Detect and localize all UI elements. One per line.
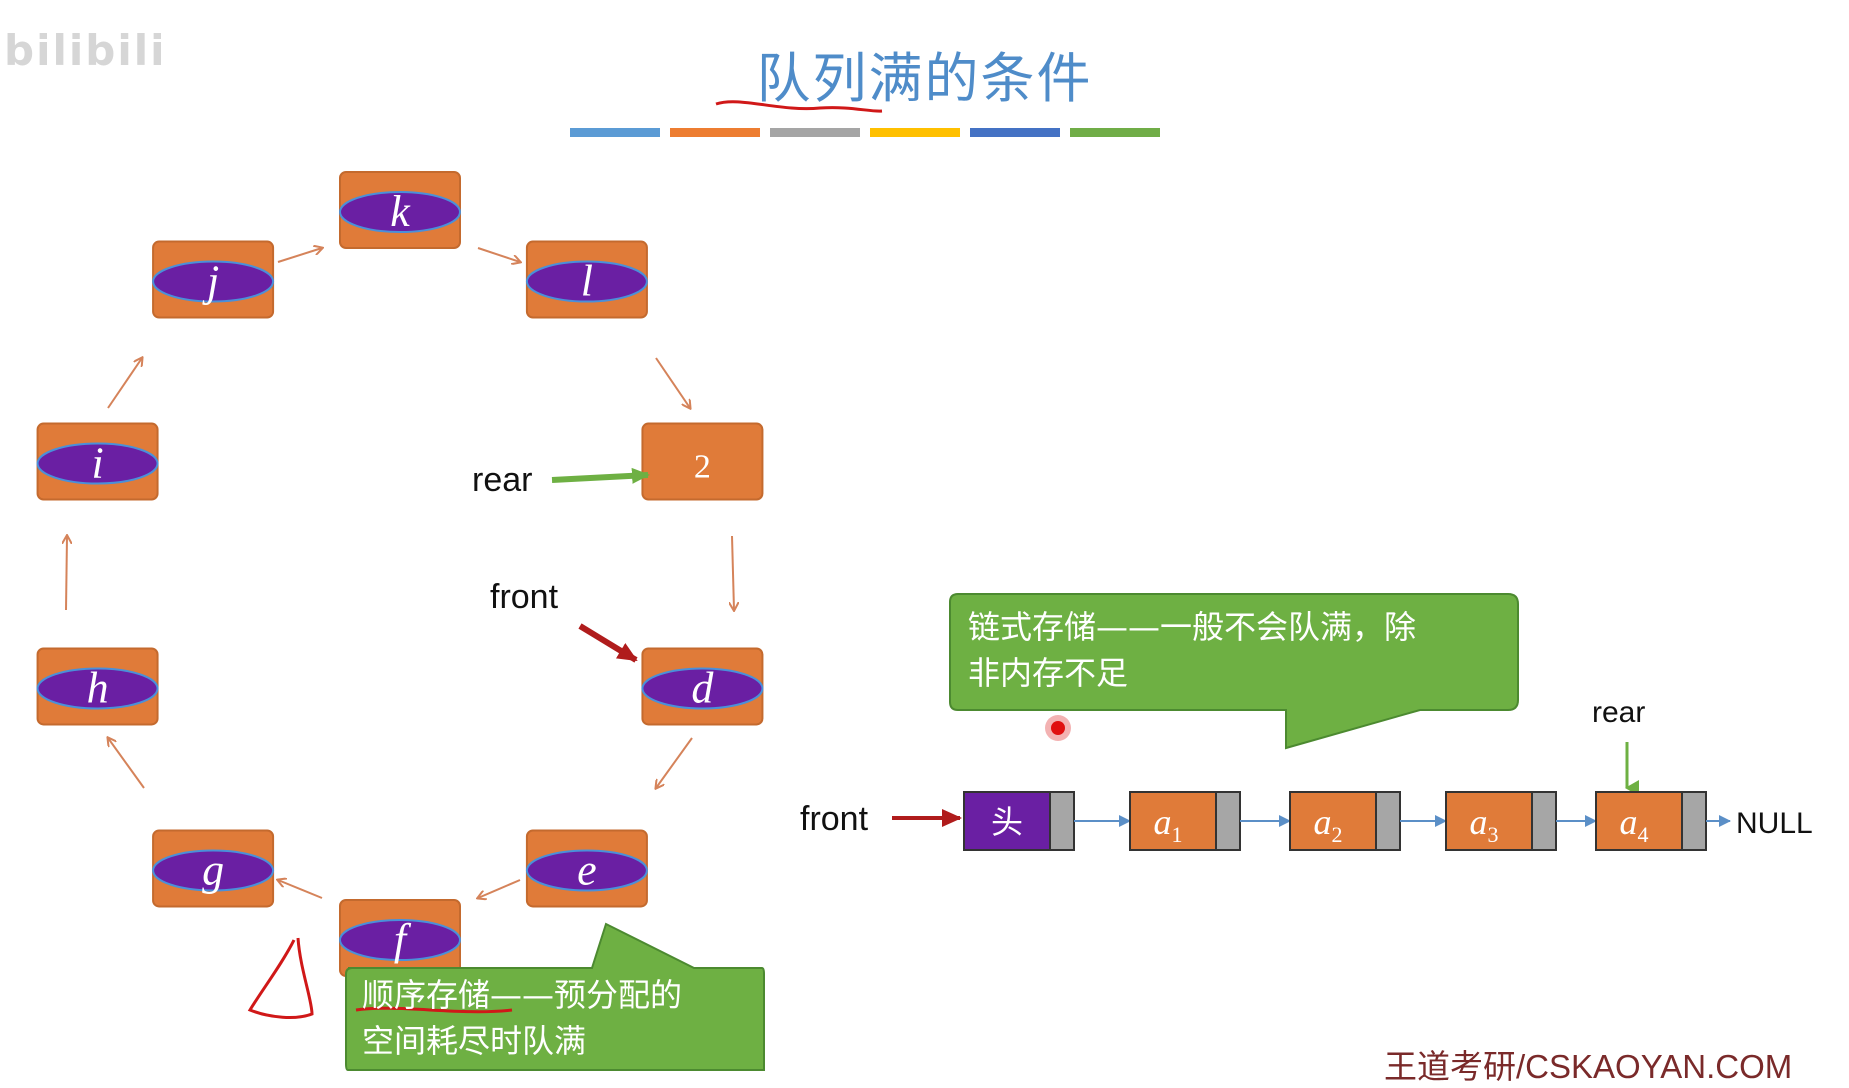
- page-title: 队列满的条件: [756, 47, 1093, 110]
- linked-callout-text: 链式存储——一般不会队满，除 非内存不足: [968, 604, 1416, 696]
- ring-node-h: h: [36, 647, 159, 726]
- color-bar-segment: [870, 128, 960, 137]
- ring-node-ellipse: [152, 849, 275, 892]
- ring-node-ellipse: [525, 260, 648, 303]
- ring-node-ellipse: [152, 260, 275, 303]
- head-pointer-cell: [1049, 791, 1075, 851]
- ring-arrow-e-f: [478, 879, 521, 898]
- node-data-cell: [1445, 791, 1533, 851]
- linked-rear-label: rear: [1592, 696, 1645, 729]
- ring-rear-arrow: [551, 467, 650, 484]
- ring-node-ellipse: [339, 191, 461, 233]
- bilibili-watermark: bilibili: [4, 26, 167, 75]
- ring-node-ellipse: [36, 442, 159, 485]
- seq-callout-line-1: 顺序存储——预分配的: [362, 976, 683, 1014]
- head-label: 头: [991, 803, 1023, 841]
- ring-node-label: d: [691, 663, 714, 712]
- node-pointer-cell: [1375, 791, 1401, 851]
- color-bar-segment: [670, 128, 760, 137]
- seq-callout-line-2: 空间耗尽时队满: [362, 1022, 587, 1060]
- node-data-cell: [1129, 791, 1217, 851]
- ring-front-arrow: [578, 623, 638, 663]
- ring-arrow-g-h: [108, 738, 145, 789]
- ring-node-2: 2: [641, 422, 764, 501]
- node-subscript: 3: [1488, 822, 1499, 847]
- color-bar-segment: [770, 128, 860, 137]
- ring-arrow-k-l: [477, 247, 520, 262]
- linked-callout-bubble: [949, 593, 1519, 750]
- ring-front-label: front: [490, 578, 559, 616]
- ring-node-f: f: [339, 899, 461, 977]
- seq-underline-annotation: [355, 1006, 513, 1014]
- linked-list: 头 a1 a2 a3 a4: [963, 791, 1731, 851]
- node-pointer-cell: [1681, 791, 1707, 851]
- ring-node-l: l: [525, 240, 648, 319]
- color-bar-segment: [970, 128, 1060, 137]
- linked-node-a4: a4: [1595, 791, 1707, 851]
- node-subscript: 1: [1172, 822, 1183, 847]
- linked-node-a3: a3: [1445, 791, 1557, 851]
- ring-node-label: i: [91, 439, 103, 488]
- ring-node-g: g: [152, 829, 275, 908]
- node-pointer-cell: [1531, 791, 1557, 851]
- linked-front-label: front: [800, 800, 869, 838]
- ring-node-ellipse: [641, 667, 764, 710]
- ring-arrow-i-j: [107, 358, 142, 409]
- ring-node-ellipse: [339, 919, 461, 961]
- ring-node-label: g: [202, 845, 224, 894]
- circular-queue: k l 2 d e f g h i j: [36, 171, 764, 977]
- ring-node-label: k: [390, 187, 411, 236]
- seq-callout-text: 顺序存储——预分配的 空间耗尽时队满: [362, 972, 682, 1064]
- ring-node-label: e: [577, 845, 597, 894]
- ring-arrow-h-i: [66, 536, 67, 611]
- ring-node-label: h: [87, 663, 109, 712]
- null-label: NULL: [1736, 807, 1813, 840]
- ring-node-d: d: [641, 647, 764, 726]
- ring-node-i: i: [36, 422, 159, 501]
- triangle-annotation: [247, 937, 314, 1019]
- title-color-bar: [570, 128, 1160, 137]
- title-underline-annotation: [715, 100, 883, 113]
- ring-node-e: e: [525, 829, 648, 908]
- ring-node-j: j: [152, 240, 275, 319]
- ring-arrow-j-k: [277, 248, 322, 263]
- ring-arrow-d-e: [656, 737, 693, 788]
- head-data-cell: [963, 791, 1051, 851]
- linked-callout-line-2: 非内存不足: [968, 654, 1129, 692]
- linked-node-a1: a1: [1129, 791, 1241, 851]
- ring-arrow-f-g: [278, 880, 323, 899]
- node-subscript: 4: [1638, 822, 1649, 847]
- pointer-dot: [1045, 715, 1071, 741]
- seq-callout-bubble: [345, 922, 765, 1071]
- ring-arrow-l-2: [655, 357, 690, 408]
- ring-node-label: j: [202, 257, 219, 306]
- linked-head-node: 头: [963, 791, 1075, 851]
- ring-node-ellipse: [525, 849, 648, 892]
- ring-rear-label: rear: [472, 461, 532, 499]
- node-pointer-cell: [1215, 791, 1241, 851]
- ring-arrow-2-d: [732, 535, 734, 610]
- color-bar-segment: [1070, 128, 1160, 137]
- linked-node-a2: a2: [1289, 791, 1401, 851]
- wangdao-watermark: 王道考研/CSKAOYAN.COM: [1384, 1048, 1793, 1085]
- ring-node-label: l: [581, 257, 593, 306]
- ring-node-ellipse: [36, 667, 159, 710]
- ring-node-box: [641, 422, 764, 501]
- ring-node-k: k: [339, 171, 461, 249]
- color-bar-segment: [570, 128, 660, 137]
- ring-node-label: 2: [694, 449, 711, 486]
- ring-arrows: [66, 248, 734, 898]
- linked-callout-line-1: 链式存储——一般不会队满，除: [968, 608, 1417, 646]
- node-subscript: 2: [1332, 822, 1343, 847]
